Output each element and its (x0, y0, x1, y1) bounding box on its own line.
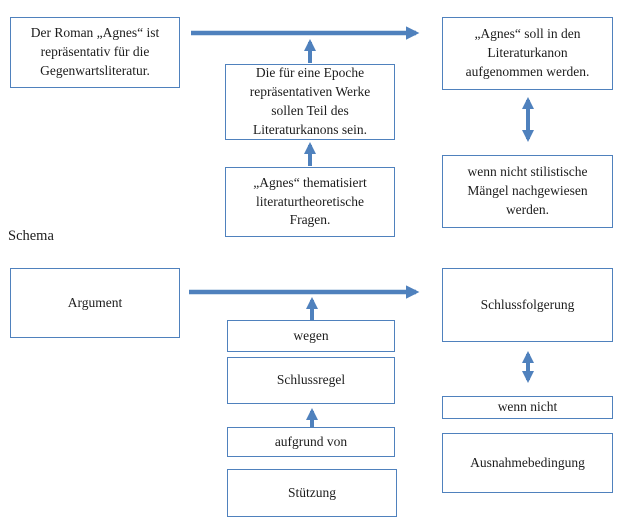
box-schema-argument: Argument (10, 268, 180, 338)
box-example-stuetzung: „Agnes“ thematisiert literaturtheoretisc… (225, 167, 395, 237)
box-schema-ausnahmebedingung: Ausnahmebedingung (442, 433, 613, 493)
box-example-ausnahmebedingung: wenn nicht stilistische Mängel nachgewie… (442, 155, 613, 228)
section-label-schema: Schema (8, 228, 54, 244)
box-example-schlussfolgerung: „Agnes“ soll in den Literaturkanon aufge… (442, 17, 613, 90)
box-schema-wenn-nicht: wenn nicht (442, 396, 613, 419)
box-schema-stuetzung: Stützung (227, 469, 397, 517)
box-schema-aufgrund-von: aufgrund von (227, 427, 395, 457)
box-schema-wegen: wegen (227, 320, 395, 352)
box-example-argument: Der Roman „Agnes“ ist repräsentativ für … (10, 17, 180, 88)
box-example-schlussregel: Die für eine Epoche repräsentativen Werk… (225, 64, 395, 140)
box-schema-schlussfolgerung: Schlussfolgerung (442, 268, 613, 342)
box-schema-schlussregel: Schlussregel (227, 357, 395, 404)
